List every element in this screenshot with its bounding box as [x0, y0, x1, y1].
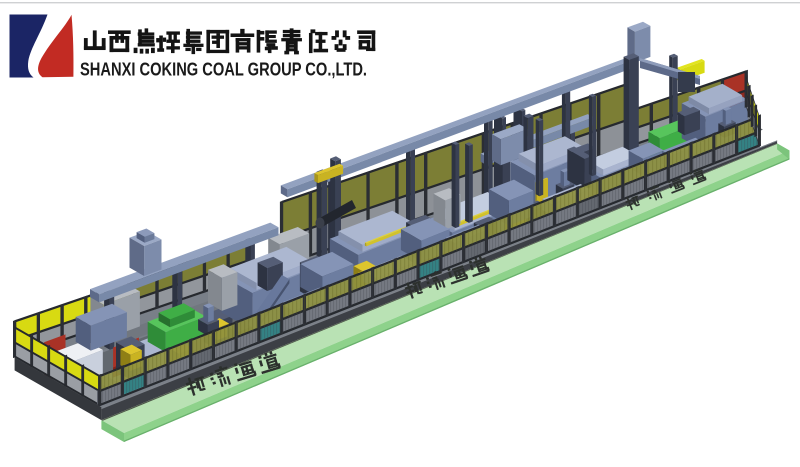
svg-text:SHANXI COKING COAL GROUP CO.,L: SHANXI COKING COAL GROUP CO.,LTD. [80, 60, 367, 80]
